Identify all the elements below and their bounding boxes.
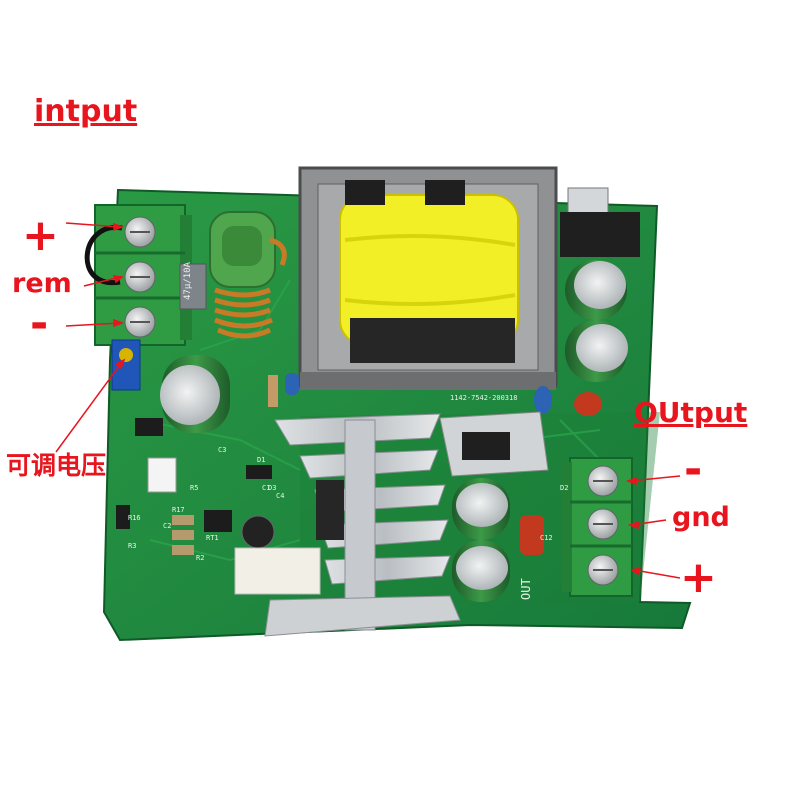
small-capacitor-2 bbox=[534, 386, 552, 414]
adjustable-voltage-label: 可调电压 bbox=[6, 451, 107, 480]
silkscreen-ref: R5 bbox=[190, 484, 198, 492]
pcb-code: 1142-7542-200318 bbox=[450, 394, 517, 402]
toroid-inductor bbox=[209, 211, 287, 339]
annotation-arrows bbox=[55, 222, 681, 579]
heatsink bbox=[264, 413, 461, 637]
silkscreen-ref: C4 bbox=[276, 492, 284, 500]
input-capacitor bbox=[160, 355, 230, 433]
transformer bbox=[298, 166, 558, 390]
silkscreen-ref: D1 bbox=[257, 456, 265, 464]
ic-chip bbox=[204, 510, 232, 532]
silkscreen-ref: D2 bbox=[560, 484, 568, 492]
output-capacitor-lower bbox=[565, 320, 628, 382]
ceramic-resistor bbox=[234, 547, 321, 595]
silkscreen-ref: C3 bbox=[218, 446, 226, 454]
silkscreen-ref: C1 bbox=[262, 484, 270, 492]
silkscreen-ref: RT1 bbox=[206, 534, 219, 542]
silkscreen-ref: C12 bbox=[540, 534, 553, 542]
resistor bbox=[268, 375, 278, 407]
output-gnd-label: gnd bbox=[672, 502, 730, 533]
output-title: OUtput bbox=[634, 396, 748, 429]
input-plus-label: + bbox=[22, 210, 59, 261]
small-capacitor bbox=[285, 373, 299, 395]
smd-part bbox=[135, 418, 163, 436]
silkscreen-ref: R2 bbox=[196, 554, 204, 562]
mosfet-heatsink bbox=[439, 411, 549, 477]
silkscreen-ref: C2 bbox=[163, 522, 171, 530]
film-capacitor bbox=[574, 392, 602, 416]
output-plus-label: + bbox=[680, 552, 717, 603]
inductor-marking: 47μ/10A bbox=[183, 261, 193, 300]
out-marking: OUT bbox=[519, 578, 533, 600]
silkscreen-ref: R3 bbox=[128, 542, 136, 550]
output-capacitor-upper bbox=[565, 260, 627, 320]
inductor-box bbox=[179, 263, 207, 310]
input-minus-label: - bbox=[30, 298, 49, 349]
silkscreen-ref: R17 bbox=[172, 506, 185, 514]
silkscreen-ref: R16 bbox=[128, 514, 141, 522]
input-title: intput bbox=[34, 94, 138, 129]
small-electrolytic bbox=[241, 515, 275, 549]
film-capacitor-2 bbox=[520, 515, 544, 555]
jumper-wire bbox=[84, 224, 123, 286]
silkscreen-ref: D3 bbox=[268, 484, 276, 492]
output-terminal-block bbox=[562, 457, 633, 597]
diode bbox=[246, 465, 272, 479]
input-rem-label: rem bbox=[12, 268, 72, 299]
output-capacitor-b bbox=[452, 540, 510, 602]
optocoupler bbox=[147, 457, 177, 493]
regulator-top bbox=[560, 187, 640, 257]
output-capacitor-a bbox=[452, 478, 510, 540]
output-minus-label: - bbox=[684, 444, 703, 495]
